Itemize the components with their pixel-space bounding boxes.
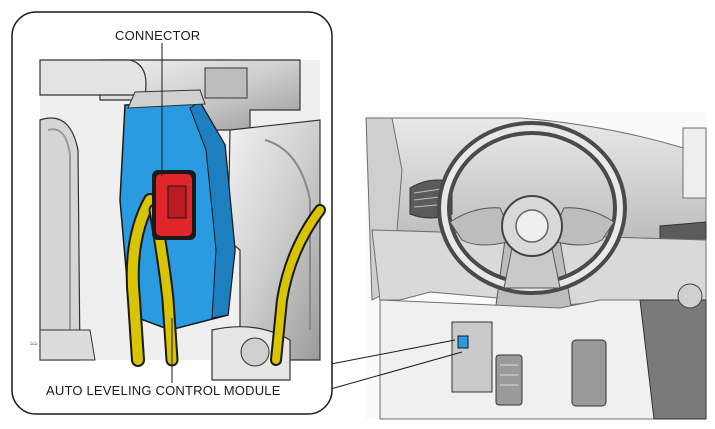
module-label: AUTO LEVELING CONTROL MODULE <box>44 383 283 398</box>
inset-small-mark: ≈≈ <box>30 341 38 348</box>
vehicle-interior-view <box>365 112 707 420</box>
inset-detail <box>12 12 332 414</box>
module-location-marker <box>457 335 469 349</box>
inset-frame <box>11 11 333 415</box>
connector <box>152 170 196 240</box>
connector-label: CONNECTOR <box>113 28 203 43</box>
